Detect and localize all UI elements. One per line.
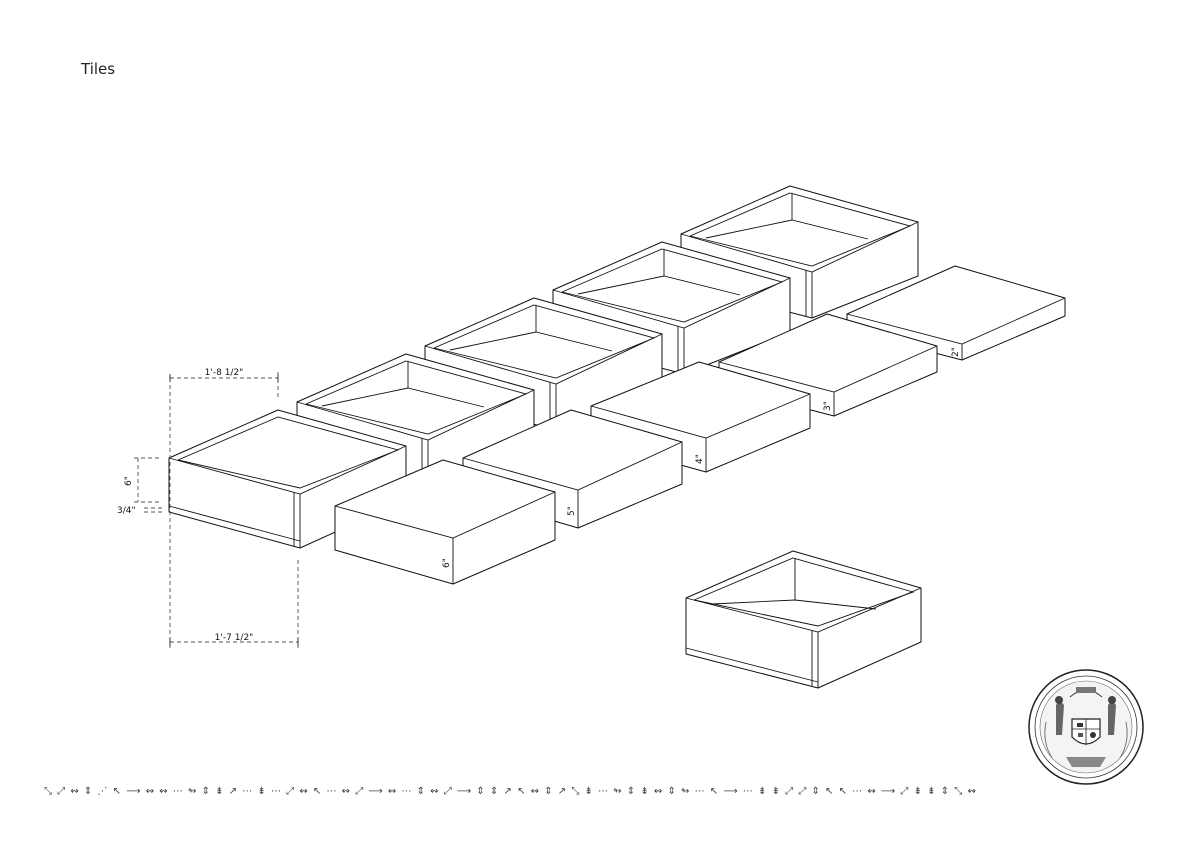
- block-height-5in: 5": [567, 506, 577, 516]
- coat-of-arms-seal-icon: [1028, 669, 1144, 785]
- decorative-border-pattern: ⤡ ⤢ ↭ ⇕ ⋰ ↖ ⟶ ↭ ↭ ⋯ ↬ ⇕ ⇟ ↗ ⋯ ⇟ ⋯ ⤢ ↭ ↖ …: [44, 786, 977, 797]
- block-height-4in: 4": [695, 454, 705, 464]
- open-frame-single: [685, 550, 922, 689]
- block-height-3in: 3": [823, 401, 833, 411]
- page-title: Tiles: [81, 60, 116, 78]
- dim-bottom-width: 1'-7 1/2": [215, 633, 254, 643]
- dim-height-left: 6": [124, 476, 134, 486]
- block-height-2in: 2": [951, 347, 961, 357]
- dim-top-width: 1'-8 1/2": [205, 368, 244, 378]
- dim-base-thickness: 3/4": [117, 506, 136, 516]
- dimension-lines: [134, 372, 299, 648]
- solid-block-6in: [334, 459, 556, 585]
- block-height-6in: 6": [442, 558, 452, 568]
